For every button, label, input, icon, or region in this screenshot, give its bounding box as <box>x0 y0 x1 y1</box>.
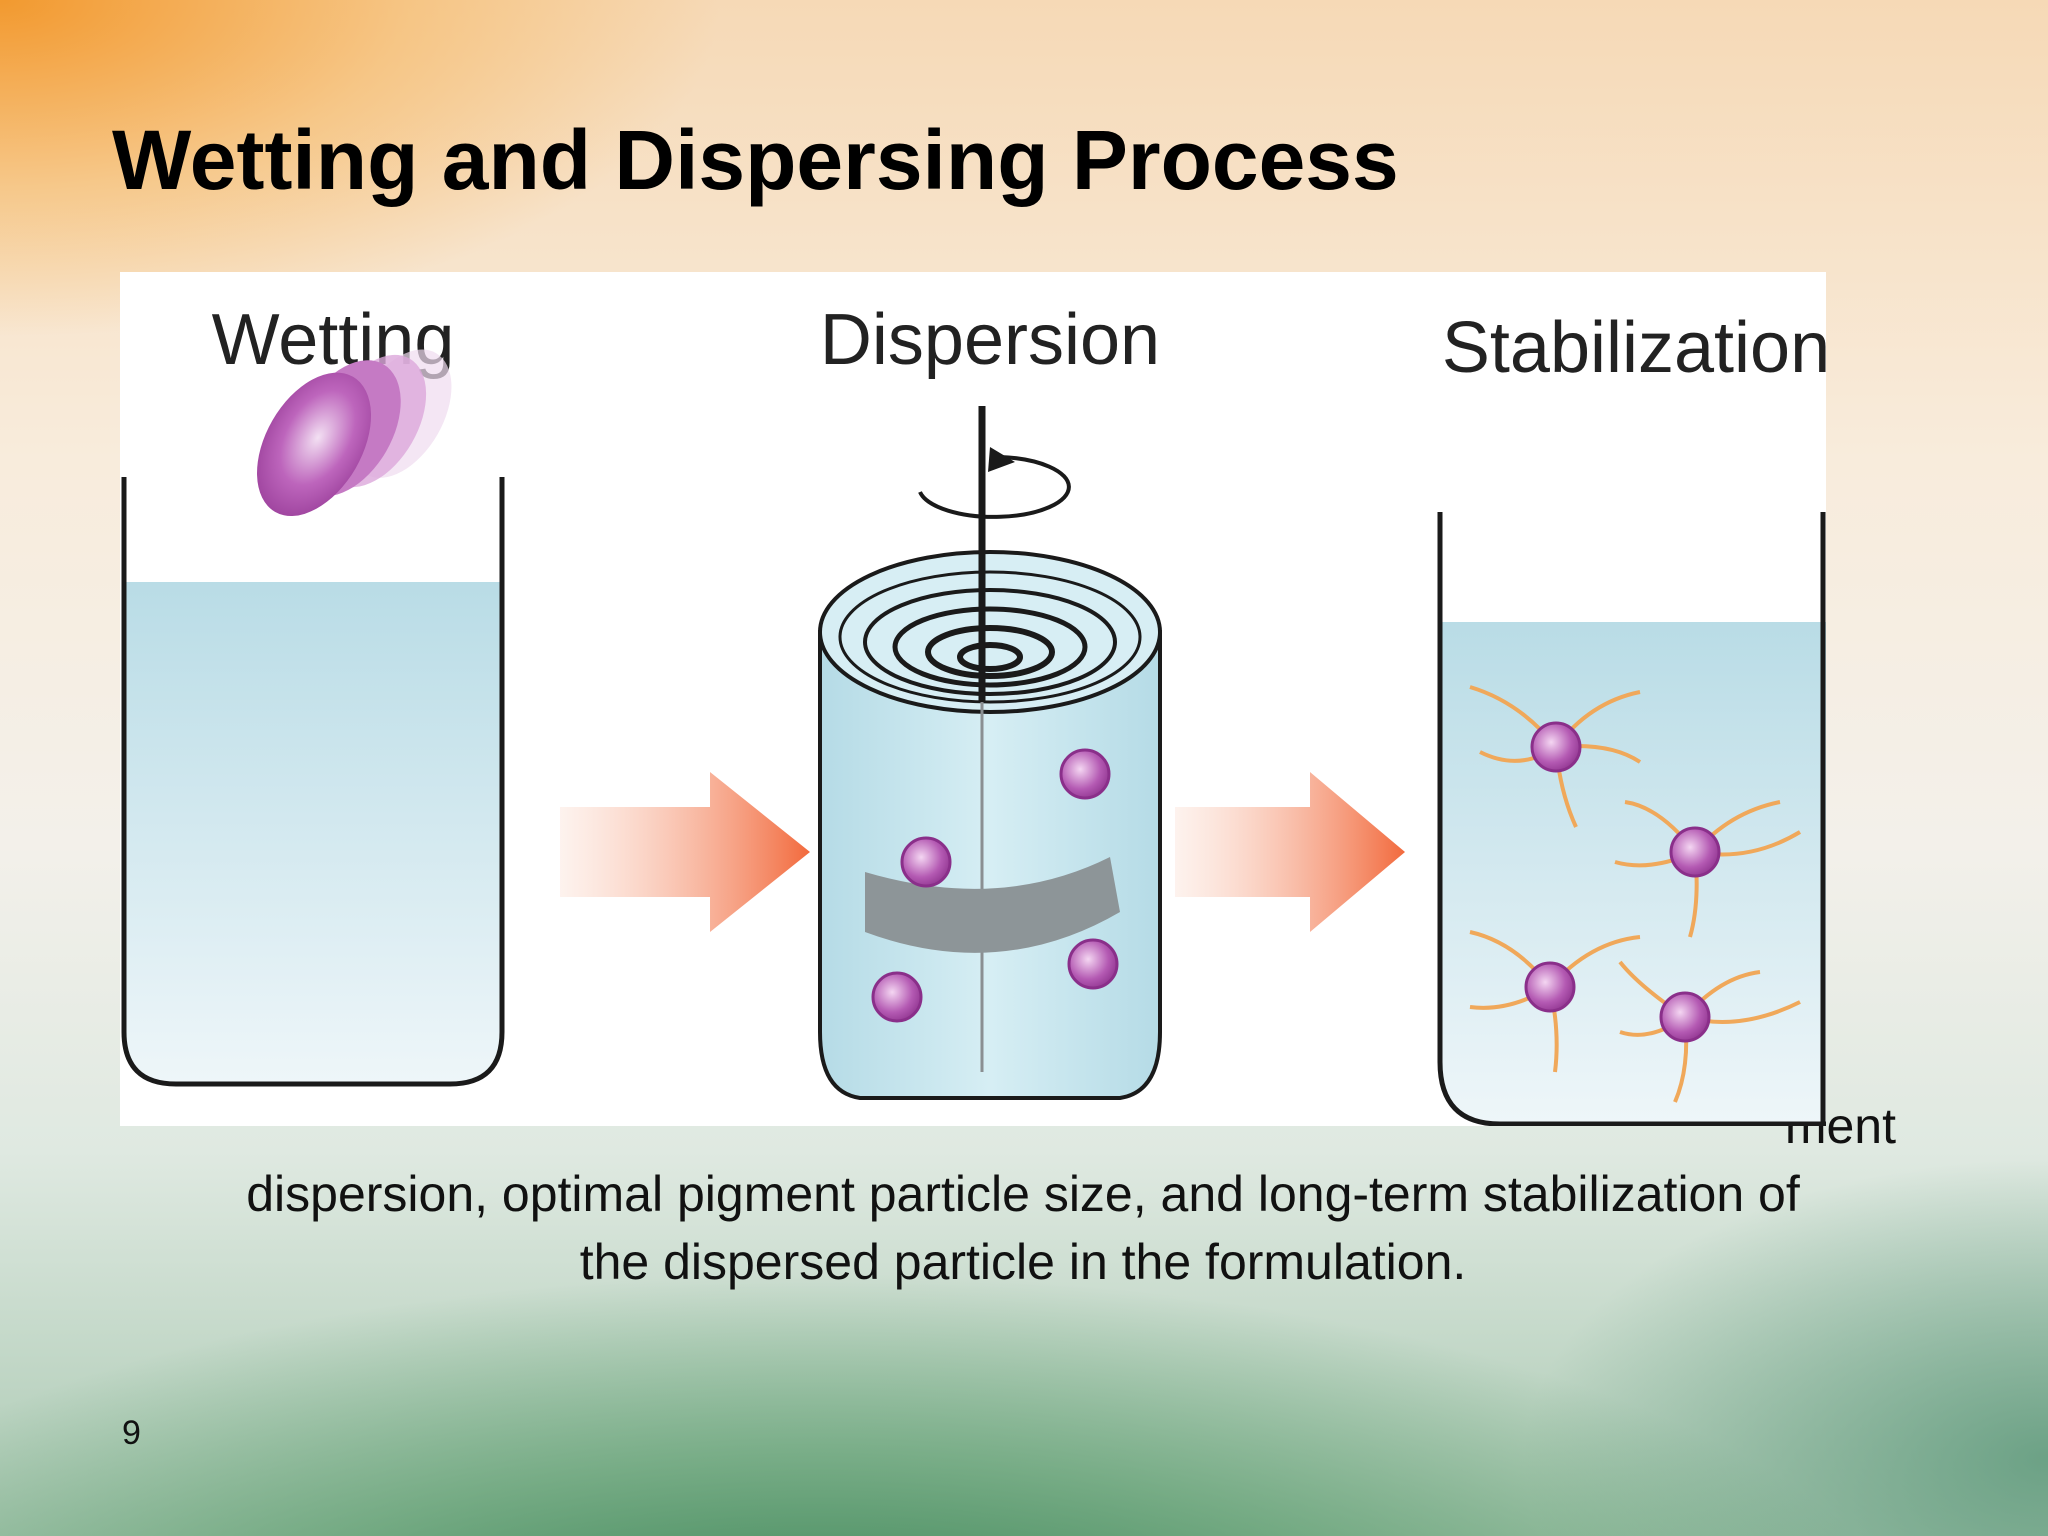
wetting-dispersing-diagram: Wetting Dispersion Stabilization <box>120 272 1830 1127</box>
slide-title: Wetting and Dispersing Process <box>112 113 1399 207</box>
stage-label-dispersion: Dispersion <box>820 300 1160 380</box>
stabilized-particle <box>1669 826 1721 878</box>
process-arrow-1 <box>560 772 810 932</box>
process-arrow-2 <box>1175 772 1405 932</box>
wetting-beaker <box>121 477 505 1087</box>
pigment-particle <box>871 971 923 1023</box>
body-line-2: dispersion, optimal pigment particle siz… <box>246 1166 1800 1222</box>
dispersion-vessel <box>818 406 1162 1100</box>
page-number: 9 <box>122 1414 141 1452</box>
stabilized-particle <box>1659 991 1711 1043</box>
process-illustration: Wetting Dispersion Stabilization <box>121 300 1830 1127</box>
slide-body-text: ment dispersion, optimal pigment particl… <box>120 1092 1926 1296</box>
stabilization-beaker <box>1437 512 1826 1127</box>
body-line-3: the dispersed particle in the formulatio… <box>579 1234 1467 1290</box>
pigment-particle <box>1059 748 1111 800</box>
pigment-particle <box>900 836 952 888</box>
pigment-agglomerate <box>257 349 452 517</box>
stabilized-particle <box>1530 721 1582 773</box>
pigment-particle <box>1067 938 1119 990</box>
stage-label-stabilization: Stabilization <box>1442 308 1826 388</box>
stabilized-particle <box>1524 961 1576 1013</box>
